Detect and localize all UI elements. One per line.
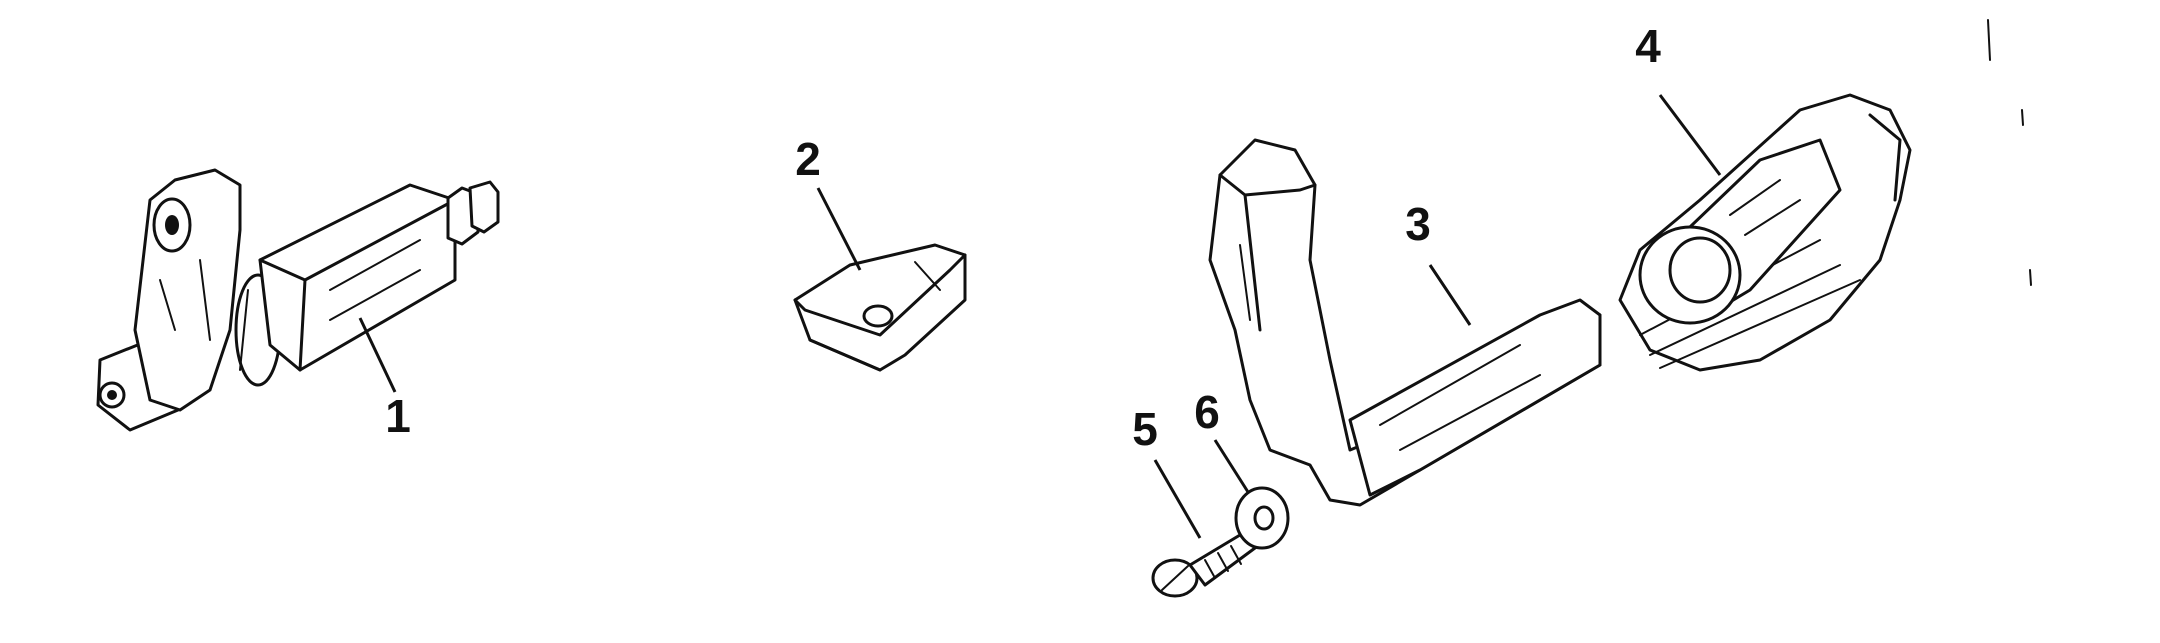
leader-line-1 <box>358 317 397 393</box>
leader-line-6 <box>1213 439 1250 493</box>
callout-2: 2 <box>795 133 821 185</box>
callout-6: 6 <box>1194 386 1220 438</box>
leader-line-4 <box>1658 94 1722 176</box>
callout-1: 1 <box>385 390 411 442</box>
leader-line-2 <box>816 187 862 271</box>
part-1-shaft-assembly <box>96 168 500 432</box>
part-4-end-cap <box>1618 93 1912 372</box>
part-2-clip-bracket <box>793 243 967 372</box>
callout-4: 4 <box>1635 20 1661 72</box>
leader-line-5 <box>1153 459 1202 539</box>
callout-3: 3 <box>1405 198 1431 250</box>
part-6-washer <box>1234 486 1290 550</box>
scan-specks <box>1987 19 2032 286</box>
leader-line-3 <box>1428 264 1472 326</box>
part-3-handle <box>1208 138 1602 507</box>
callout-5: 5 <box>1132 403 1158 455</box>
part-5-screw <box>1151 533 1257 598</box>
